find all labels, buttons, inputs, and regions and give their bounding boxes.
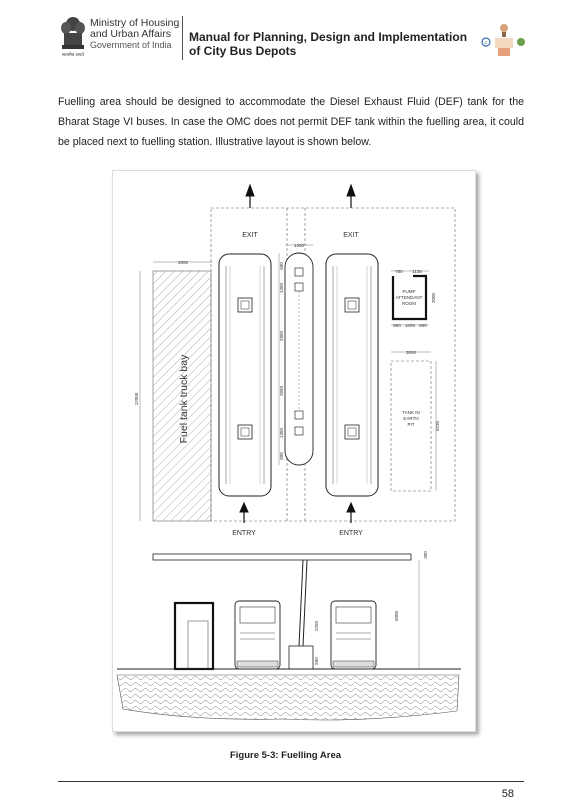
dim-500-left: 500	[393, 323, 401, 328]
emblem-caption: सत्यमेव जयते	[62, 51, 84, 57]
footer-rule	[58, 781, 524, 782]
exit-right-label: EXIT	[343, 232, 359, 239]
bus-left-plan	[218, 253, 272, 497]
fuel-truck-bay	[152, 270, 212, 522]
header-divider	[182, 16, 183, 60]
page-number: 58	[501, 788, 514, 800]
entry-right-label: ENTRY	[339, 530, 363, 537]
tank-pit-label-3: PIT	[407, 422, 414, 427]
tank-pit-label-2: EARTH	[403, 416, 418, 421]
entry-arrows	[239, 501, 356, 523]
dim-1135: 1135	[412, 269, 422, 274]
page-header: सत्यमेव जयते Ministry of Housing and Urb…	[58, 12, 528, 64]
national-emblem-icon: सत्यमेव जयते	[61, 17, 85, 57]
dim-2000: 2000	[431, 292, 436, 303]
tank-earth-pit: 3000 TANK IN EARTH PIT 6230	[390, 350, 440, 492]
dim-2850-bottom: 2850	[279, 385, 284, 396]
elevation-view: 300 5000 2250 500	[116, 551, 461, 721]
dim-2850-top: 2850	[279, 330, 284, 341]
manual-title: Manual for Planning, Design and Implemen…	[189, 30, 467, 58]
figure-caption: Figure 5-3: Fuelling Area	[229, 750, 342, 761]
exit-left-label: EXIT	[242, 232, 258, 239]
dim-6230: 6230	[435, 420, 440, 431]
dim-2250: 2250	[314, 620, 319, 631]
truck-bay-label: Fuel tank truck bay	[178, 354, 190, 443]
dim-12000: 12000	[134, 392, 139, 405]
pump-room-label-1: PUMP	[402, 289, 415, 294]
dimensions-left: 3000 12000	[134, 260, 213, 521]
manual-title-line-1: Manual for Planning, Design and Implemen…	[189, 30, 468, 44]
dim-3000: 3000	[178, 260, 189, 265]
manual-title-line-2: of City Bus Depots	[189, 44, 297, 58]
dimensions-island: 1200 600 1350 2850 2850 1350 600	[278, 243, 313, 465]
pump-attendant-room: PUMP ATTENDANT ROOM 750 1135 2000 500 10…	[391, 269, 436, 328]
partner-logos-icon: C	[481, 24, 525, 56]
dim-500-right: 500	[419, 323, 427, 328]
fuelling-area-figure: EXIT EXIT Fuel tank truck bay	[112, 170, 476, 732]
dim-1000: 1000	[405, 323, 416, 328]
exit-arrows	[245, 183, 356, 208]
dim-1200: 1200	[294, 243, 305, 248]
dim-600-bottom: 600	[279, 452, 284, 460]
dim-1350-top: 1350	[279, 282, 284, 293]
fuelling-area-drawing: EXIT EXIT Fuel tank truck bay	[116, 183, 461, 721]
ministry-line-1: Ministry of Housing	[90, 17, 180, 29]
pump-room-label-2: ATTENDANT	[396, 295, 423, 300]
dim-1350-bottom: 1350	[279, 427, 284, 438]
dim-600-top: 600	[279, 262, 284, 270]
tank-pit-label-1: TANK IN	[402, 410, 419, 415]
dim-5000: 5000	[394, 610, 399, 621]
dim-300: 300	[423, 551, 428, 559]
dim-500-elev: 500	[314, 657, 319, 665]
ministry-line-3: Government of India	[90, 40, 172, 50]
pump-room-label-3: ROOM	[402, 301, 416, 306]
dim-750: 750	[395, 269, 403, 274]
entry-left-label: ENTRY	[232, 530, 256, 537]
svg-text:C: C	[485, 40, 488, 45]
ministry-line-2: and Urban Affairs	[90, 28, 171, 40]
ministry-name: Ministry of Housing and Urban Affairs Go…	[90, 18, 179, 51]
body-paragraph: Fuelling area should be designed to acco…	[58, 96, 524, 148]
dim-3000-pit: 3000	[406, 350, 417, 355]
dispenser-island	[284, 252, 314, 466]
bus-right-plan	[325, 253, 379, 497]
